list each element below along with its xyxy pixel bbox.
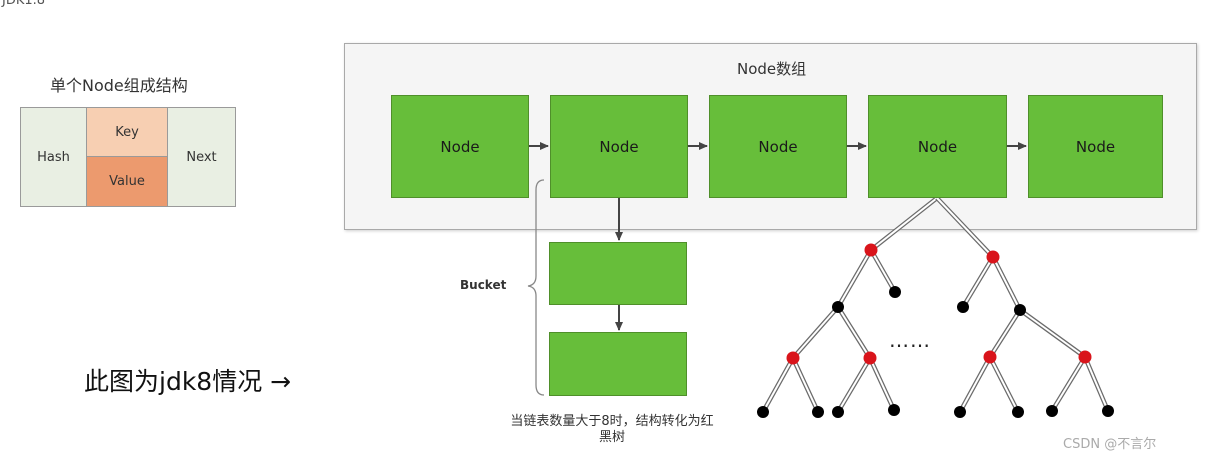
tree-edge-17	[1050, 355, 1087, 413]
node-structure-table: Hash Key Value Next	[20, 107, 236, 207]
rb-red-e-node	[786, 351, 800, 365]
tree-ellipsis: ……	[889, 328, 931, 352]
tree-edge-14	[867, 357, 897, 411]
tree-edge-13	[836, 356, 872, 414]
watermark: CSDN @不言尔	[1063, 437, 1157, 452]
tree-edge-3	[836, 248, 873, 309]
rb-red-g-node	[983, 350, 997, 364]
array-node-4: Node	[868, 95, 1007, 198]
tree-edge-9	[988, 308, 1022, 359]
jdk8-caption: 此图为jdk8情况 →	[84, 367, 292, 396]
rb-black-c-node	[957, 301, 969, 313]
rb-black-b-node	[889, 286, 901, 298]
rb-black-5-node	[954, 406, 966, 418]
rb-red-l1-node	[864, 243, 878, 257]
node-structure-title: 单个Node组成结构	[50, 76, 188, 95]
rb-red-f-node	[863, 351, 877, 365]
value-cell: Value	[87, 157, 167, 206]
key-cell: Key	[87, 108, 167, 157]
tree-edge-12	[790, 357, 821, 413]
rb-red-r1-node	[986, 250, 1000, 264]
bucket-node-2	[549, 332, 687, 396]
tree-edge-10	[1018, 308, 1087, 359]
tree-edge-4	[869, 248, 897, 294]
rb-black-4-node	[888, 404, 900, 416]
tree-edge-7	[791, 305, 840, 360]
tree-edge-8	[836, 305, 872, 360]
rb-black-6-node	[1012, 406, 1024, 418]
tree-edge-11	[761, 356, 795, 414]
tree-edge-2	[935, 196, 995, 259]
rb-black-1-node	[757, 406, 769, 418]
tree-edge-18	[1082, 356, 1111, 412]
node-array-title: Node数组	[737, 60, 807, 78]
rb-black-8-node	[1102, 405, 1114, 417]
bucket-node-1	[549, 242, 687, 305]
version-caption: JDK1.8	[2, 0, 46, 8]
array-node-3: Node	[709, 95, 847, 198]
treeify-caption: 当链表数量大于8时，结构转化为红黑树	[510, 414, 714, 445]
array-node-2: Node	[550, 95, 688, 198]
rb-black-2-node	[812, 406, 824, 418]
hash-cell: Hash	[21, 108, 87, 206]
rb-red-h-node	[1078, 350, 1092, 364]
tree-edge-6	[990, 255, 1023, 312]
tree-edge-1	[869, 196, 939, 252]
rb-black-3-node	[832, 406, 844, 418]
bucket-label: Bucket	[460, 278, 507, 292]
rb-black-a-node	[832, 301, 844, 313]
array-node-1: Node	[391, 95, 529, 198]
bucket-brace	[527, 179, 545, 396]
tree-edge-5	[961, 255, 995, 309]
rb-black-7-node	[1046, 405, 1058, 417]
rb-black-d-node	[1014, 304, 1026, 316]
tree-edge-16	[987, 355, 1021, 414]
array-node-5: Node	[1028, 95, 1163, 198]
tree-edge-15	[958, 355, 992, 414]
next-cell: Next	[167, 108, 235, 206]
